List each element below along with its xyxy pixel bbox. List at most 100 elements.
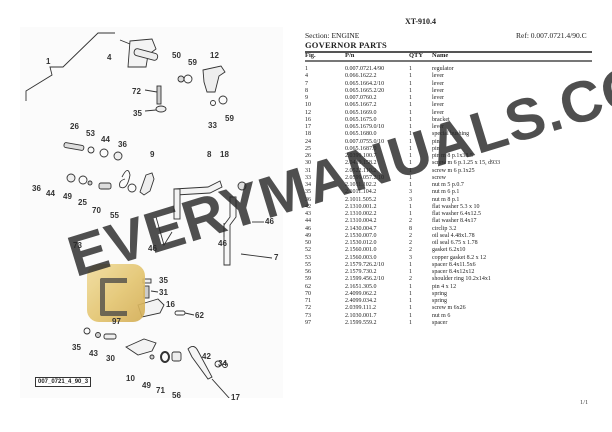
callout-35: 35 [133, 109, 142, 118]
quantity-cell: 1 [409, 66, 412, 72]
fig-cell: 50 [305, 240, 311, 246]
callout-59: 59 [188, 58, 197, 67]
name-cell: regulator [432, 66, 454, 72]
name-cell: shoulder ring 10.2x14x1 [432, 276, 491, 283]
part-number-cell: 2.1579.726.2/10 [345, 261, 385, 268]
fig-cell: 31 [305, 167, 311, 174]
callout-12: 12 [210, 51, 219, 60]
fig-cell: 70 [305, 290, 311, 297]
quantity-cell: 1 [409, 145, 412, 152]
callout-35: 35 [72, 343, 81, 352]
part-number-cell: 2.1530.007.0 [345, 232, 377, 239]
callout-55: 55 [110, 211, 119, 220]
quantity-cell: 1 [409, 261, 412, 268]
quantity-cell: 1 [409, 109, 412, 116]
quantity-cell: 1 [409, 269, 412, 275]
callout-44: 44 [46, 189, 55, 198]
fig-cell: 62 [305, 283, 311, 290]
name-cell: flat washer 6.4x12.5 [432, 211, 481, 217]
fig-cell: 42 [305, 203, 311, 210]
fig-cell: 26 [305, 153, 311, 159]
callout-44: 44 [101, 135, 110, 144]
quantity-cell: 3 [409, 189, 412, 196]
callout-1: 1 [46, 57, 51, 66]
callout-34: 34 [218, 359, 227, 368]
fig-cell: 56 [305, 269, 311, 275]
name-cell: lever [432, 95, 444, 101]
part-number-cell: 2.0522.110.2 [345, 167, 377, 174]
part-number-cell: 2.1651.305.0 [345, 283, 377, 290]
part-number-cell: 2.1310.004.2 [345, 218, 377, 225]
name-cell: special bushing [432, 131, 470, 138]
callout-36: 36 [32, 184, 41, 193]
fig-cell: 97 [305, 319, 311, 326]
fig-cell: 46 [305, 225, 311, 232]
fig-cell: 72 [305, 305, 311, 312]
name-cell: lever [432, 80, 444, 87]
name-cell: screw m 6 p.1.25 x 15, d933 [432, 160, 501, 167]
reference-label: Ref: 0.007.0721.4/90.C [516, 31, 587, 40]
name-cell: screw m 6x26 [432, 305, 466, 312]
part-number-cell: 2.1599.456.2/10 [345, 276, 385, 283]
callout-7: 7 [274, 253, 279, 262]
callout-18: 18 [220, 150, 229, 159]
callout-25: 25 [78, 198, 87, 207]
fig-cell: 71 [305, 298, 311, 304]
quantity-cell: 1 [409, 131, 412, 138]
quantity-cell: 1 [409, 167, 412, 174]
fig-cell: 53 [305, 254, 311, 261]
fig-cell: 43 [305, 211, 311, 217]
callout-17: 17 [231, 393, 240, 402]
quantity-cell: 8 [409, 225, 412, 232]
name-cell: flat washer 8.4x17 [432, 218, 477, 225]
callout-72: 72 [132, 87, 141, 96]
quantity-cell: 1 [409, 298, 412, 304]
page-title: GOVERNOR PARTS [305, 40, 387, 50]
callout-50: 50 [172, 51, 181, 60]
fig-cell: 1 [305, 66, 308, 72]
callout-30: 30 [106, 354, 115, 363]
fig-cell: 35 [305, 189, 311, 196]
callout-53: 53 [86, 129, 95, 138]
table-row: 1 0.007.0721.4/90 1 regulator [305, 66, 595, 73]
governor-parts-drawing [25, 32, 273, 398]
header-rule-top [305, 51, 592, 53]
quantity-cell: 1 [409, 203, 412, 210]
quantity-cell: 1 [409, 116, 412, 123]
name-cell: lever [432, 124, 444, 130]
part-number-cell: 2.1310.001.2 [345, 203, 377, 210]
callout-97: 97 [112, 317, 121, 326]
part-number-cell: 2.0399.111.2 [345, 305, 377, 312]
figure-id-label: 007_0721_4_90_3 [35, 377, 92, 387]
callout-31: 31 [159, 288, 168, 297]
quantity-cell: 1 [409, 160, 412, 167]
quantity-cell: 1 [409, 283, 412, 290]
name-cell: lever [432, 109, 444, 116]
name-cell: lever [432, 102, 444, 109]
fig-cell: 33 [305, 174, 311, 181]
fig-cell: 18 [305, 131, 311, 138]
name-cell: nut m 5 p.0.7 [432, 182, 464, 188]
exploded-diagram: 1 4 50 59 12 72 35 33 59 26 53 44 36 9 8… [20, 27, 283, 402]
part-number-cell: 0.007.0721.4/90 [345, 66, 385, 72]
callout-36: 36 [118, 140, 127, 149]
name-cell: screw [432, 174, 446, 181]
quantity-cell: 1 [409, 73, 412, 80]
fig-cell: 36 [305, 196, 311, 203]
quantity-cell: 1 [409, 87, 412, 94]
